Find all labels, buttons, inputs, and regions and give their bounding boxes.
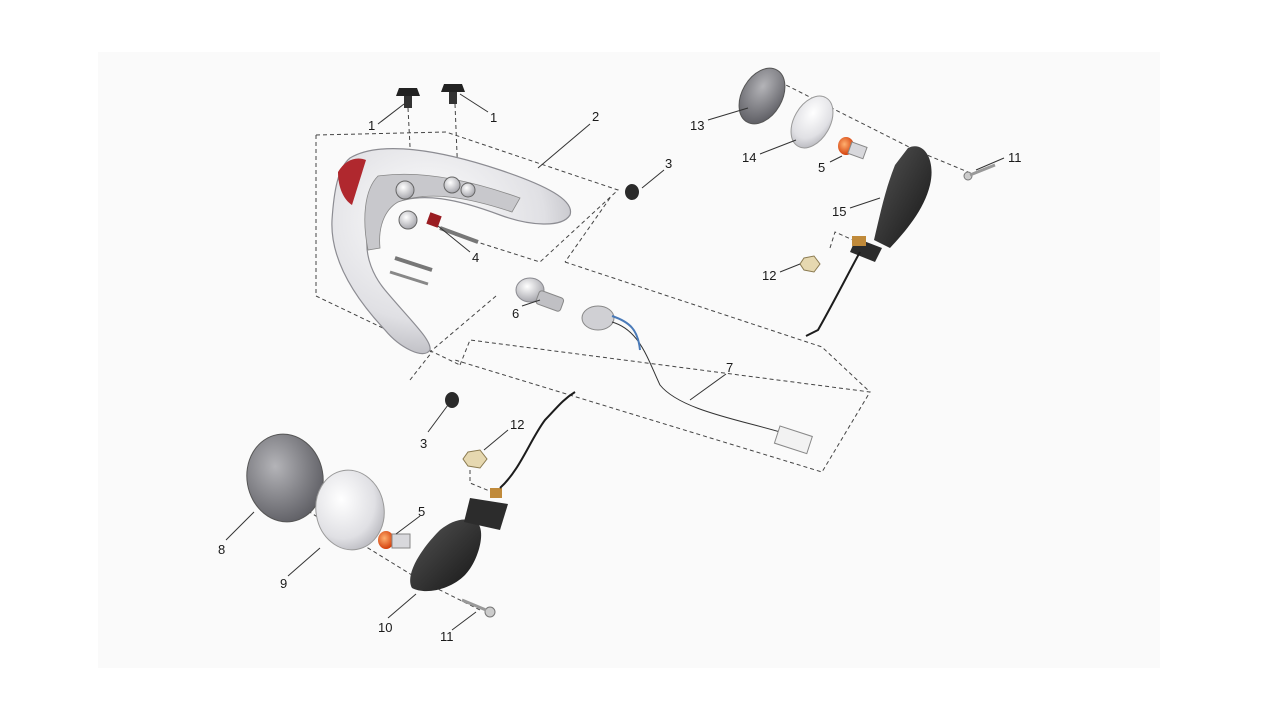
bulb-5a-amber	[838, 137, 868, 160]
callout-11a: 11	[1008, 150, 1022, 165]
grommet-3b	[445, 392, 459, 408]
lens-14-clear	[790, 95, 834, 149]
turn-signal-housing-10	[410, 488, 508, 592]
lens-8-smoke	[246, 433, 324, 523]
wire-left	[499, 391, 576, 489]
callout-4: 4	[472, 250, 479, 265]
callout-2: 2	[592, 109, 599, 124]
socket-harness-7	[581, 305, 813, 455]
screw-11b	[461, 598, 496, 618]
lens-13-smoke	[738, 67, 786, 125]
wire-right	[805, 251, 861, 337]
callout-3a: 3	[665, 156, 672, 171]
callout-6: 6	[512, 306, 519, 321]
callout-12a: 12	[762, 268, 776, 283]
diagram-sheet	[98, 52, 1160, 668]
callout-15: 15	[832, 204, 846, 219]
callout-9: 9	[280, 576, 287, 591]
callout-1a: 1	[368, 118, 375, 133]
callout-10: 10	[378, 620, 392, 635]
nut-12a	[799, 255, 821, 273]
tail-light-assembly	[331, 148, 572, 355]
callout-12b: 12	[510, 417, 524, 432]
bulb-6	[515, 277, 565, 312]
callout-8: 8	[218, 542, 225, 557]
callout-11b: 11	[440, 629, 454, 644]
screw-1a	[396, 88, 420, 108]
callout-5a: 5	[818, 160, 825, 175]
leader-lines	[225, 93, 1005, 631]
callout-14: 14	[742, 150, 756, 165]
nut-12b	[462, 449, 488, 469]
callout-1b: 1	[490, 110, 497, 125]
callout-5b: 5	[418, 504, 425, 519]
tail-light-red-reflector	[338, 158, 366, 205]
callout-7: 7	[726, 360, 733, 375]
lens-9-clear	[315, 469, 385, 551]
grommet-3a	[625, 184, 639, 200]
callout-3b: 3	[420, 436, 427, 451]
turn-signal-housing-15	[850, 146, 932, 262]
screw-11a	[963, 163, 996, 181]
callout-labels: 1 1 2 3 4 6 7 3 12 13 14 5 15 12 11 8 9 …	[218, 109, 1022, 644]
bulb-5b-amber	[378, 531, 411, 549]
bulb-socket-red	[426, 212, 442, 228]
screw-1b	[441, 84, 465, 104]
callout-13: 13	[690, 118, 704, 133]
